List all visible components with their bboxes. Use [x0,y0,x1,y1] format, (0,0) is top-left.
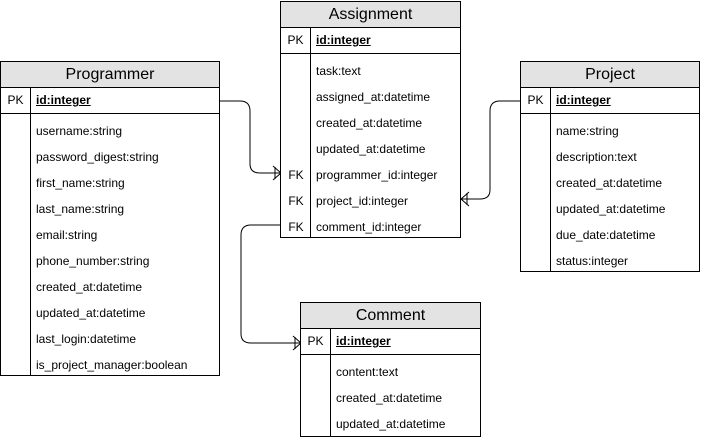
field-list: username:string password_digest:string f… [1,114,219,376]
field-name: updated_at:datetime [556,202,666,216]
field-name: last_name:string [36,202,125,216]
entity-assignment[interactable]: Assignment PK id:integer task:text assig… [280,1,461,238]
field-name: name:string [556,124,619,138]
pk-label: PK [307,334,324,348]
field-name: task:text [316,64,361,78]
field-name: status:integer [556,254,629,268]
primary-key-row: PK id:integer [281,28,460,54]
field-name: email:string [36,228,98,242]
crow-foot-project-assignment [460,191,470,207]
field-name: is_project_manager:boolean [36,358,188,372]
field-name: last_login:datetime [36,332,137,346]
relationship-project-assignment [461,100,521,200]
field-list: task:text assigned_at:datetime created_a… [281,54,460,238]
pk-label: PK [527,93,544,107]
field-name: updated_at:datetime [336,417,446,431]
field-name: phone_number:string [36,254,150,268]
field-row: created_at:datetime [301,385,480,411]
field-row: updated_at:datetime [521,196,699,222]
field-row: email:string [1,222,219,248]
field-row: updated_at:datetime [301,411,480,437]
fk-label: FK [288,220,304,234]
field-name: project_id:integer [316,194,409,208]
field-name: first_name:string [36,176,125,190]
field-name: created_at:datetime [316,116,423,130]
pk-label: PK [287,33,304,47]
field-row: last_name:string [1,196,219,222]
field-row: phone_number:string [1,248,219,274]
primary-key-field: id:integer [336,334,391,348]
field-row: first_name:string [1,170,219,196]
field-row: task:text [281,58,460,84]
field-row: due_date:datetime [521,222,699,248]
primary-key-field: id:integer [36,93,91,107]
field-name: updated_at:datetime [316,142,426,156]
field-row: assigned_at:datetime [281,84,460,110]
fk-label: FK [288,168,304,182]
field-row: FK project_id:integer [281,188,460,214]
entity-project[interactable]: Project PK id:integer name:string descri… [520,61,700,272]
field-list: content:text created_at:datetime updated… [301,355,480,437]
entity-title: Assignment [281,2,460,28]
field-name: programmer_id:integer [316,168,438,182]
field-row: password_digest:string [1,144,219,170]
primary-key-row: PK id:integer [521,88,699,114]
entity-title: Programmer [1,62,219,88]
entity-title: Comment [301,303,480,329]
field-list: name:string description:text created_at:… [521,114,699,272]
field-name: updated_at:datetime [36,306,146,320]
field-row: created_at:datetime [1,274,219,300]
field-row: FK programmer_id:integer [281,162,460,188]
field-row: description:text [521,144,699,170]
primary-key-row: PK id:integer [1,88,219,114]
field-row: content:text [301,359,480,385]
field-name: created_at:datetime [556,176,663,190]
field-row: status:integer [521,248,699,274]
field-row: username:string [1,118,219,144]
field-name: created_at:datetime [36,280,143,294]
field-row: created_at:datetime [281,110,460,136]
field-name: description:text [556,150,637,164]
primary-key-row: PK id:integer [301,329,480,355]
field-name: content:text [336,365,399,379]
primary-key-field: id:integer [316,33,371,47]
field-name: username:string [36,124,123,138]
entity-title: Project [521,62,699,88]
field-row: created_at:datetime [521,170,699,196]
field-row: FK comment_id:integer [281,214,460,240]
field-row: updated_at:datetime [1,300,219,326]
field-row: last_login:datetime [1,326,219,352]
field-name: comment_id:integer [316,220,422,234]
primary-key-field: id:integer [556,93,611,107]
field-name: due_date:datetime [556,228,656,242]
field-name: password_digest:string [36,150,159,164]
relationship-programmer-assignment [219,100,281,174]
field-row: is_project_manager:boolean [1,352,219,378]
fk-label: FK [288,194,304,208]
pk-label: PK [7,93,24,107]
field-name: assigned_at:datetime [316,90,431,104]
entity-comment[interactable]: Comment PK id:integer content:text creat… [300,302,481,437]
field-row: updated_at:datetime [281,136,460,162]
relationship-assignment-comment [240,224,301,344]
field-name: created_at:datetime [336,391,443,405]
field-row: name:string [521,118,699,144]
entity-programmer[interactable]: Programmer PK id:integer username:string… [0,61,220,376]
